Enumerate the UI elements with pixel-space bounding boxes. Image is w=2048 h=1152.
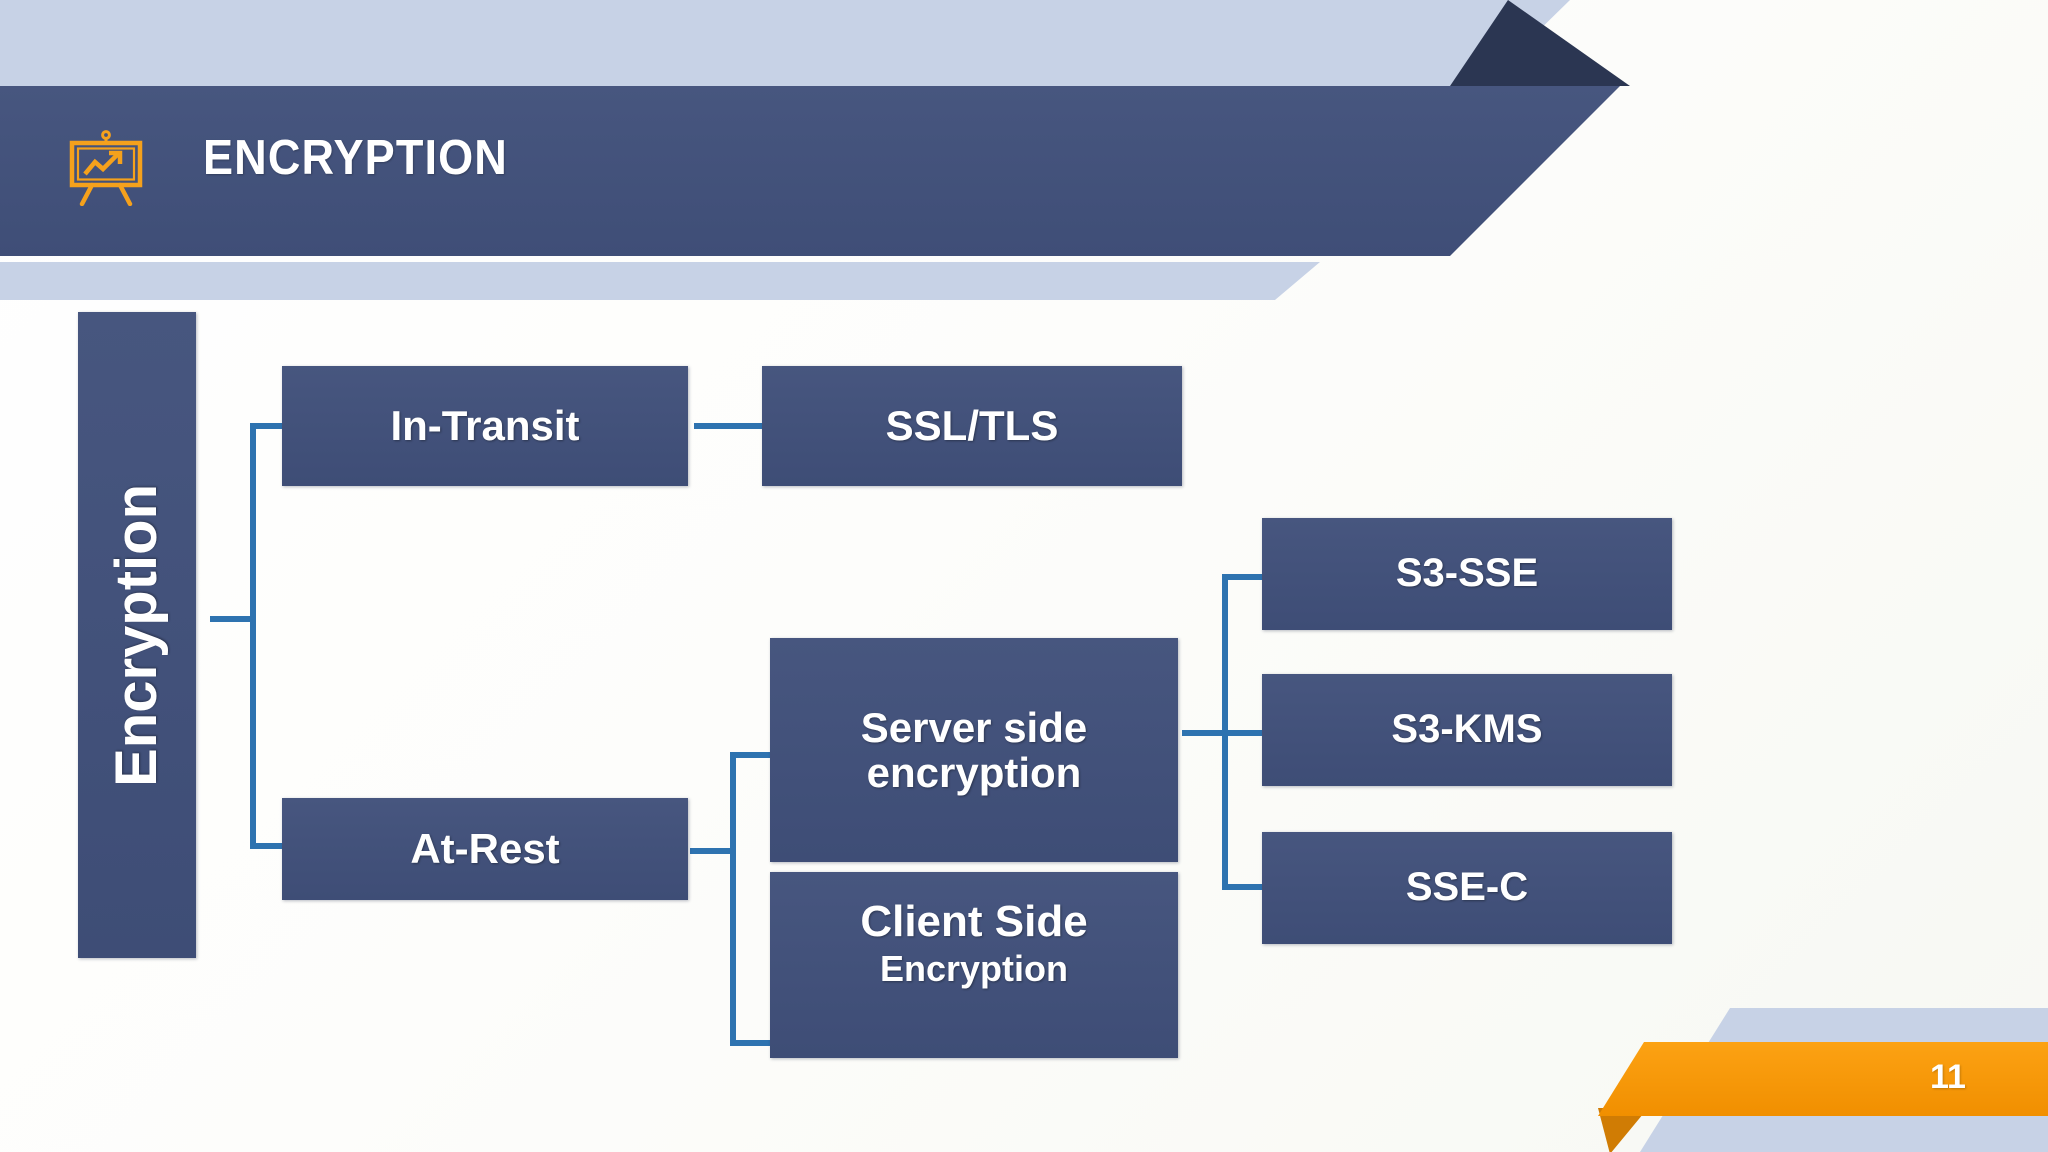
connector-intransit-to-ssltls	[694, 423, 768, 429]
connector-serverside-to-s3sse	[1222, 574, 1268, 580]
node-server-side-encryption-label: Server side encryption	[860, 703, 1088, 796]
connector-serverside-stem	[1182, 730, 1228, 736]
node-ssl-tls[interactable]: SSL/TLS	[762, 366, 1182, 486]
node-sse-c-label: SSE-C	[1405, 865, 1529, 910]
presentation-chart-icon	[69, 130, 143, 206]
node-encryption-root[interactable]: Encryption	[78, 312, 196, 958]
connector-serverside-to-ssec	[1222, 884, 1268, 890]
connector-atrest-to-clientside	[730, 1040, 776, 1046]
header-banner	[0, 86, 1620, 256]
node-client-side-encryption[interactable]: Client Side Encryption	[770, 872, 1178, 1058]
page-title: ENCRYPTION	[203, 131, 508, 185]
connector-atrest-spine	[730, 752, 736, 1046]
node-encryption-root-label: Encryption	[103, 483, 169, 787]
node-s3-kms-label: S3-KMS	[1391, 707, 1543, 752]
page-number: 11	[1930, 1058, 1966, 1096]
footer-orange-ribbon	[1598, 1042, 2048, 1116]
node-in-transit[interactable]: In-Transit	[282, 366, 688, 486]
header-bottom-accent-band	[0, 262, 1320, 300]
connector-root-to-atrest	[250, 843, 290, 849]
header-top-accent-band	[0, 0, 1570, 86]
connector-atrest-to-serverside	[730, 752, 776, 758]
node-at-rest[interactable]: At-Rest	[282, 798, 688, 900]
connector-serverside-to-s3kms	[1222, 730, 1268, 736]
node-at-rest-label: At-Rest	[410, 825, 560, 873]
node-server-side-encryption[interactable]: Server side encryption	[770, 638, 1178, 862]
connector-root-spine	[250, 423, 256, 849]
node-in-transit-label: In-Transit	[390, 402, 580, 450]
node-sse-c[interactable]: SSE-C	[1262, 832, 1672, 944]
node-client-side-encryption-label-line2: Encryption	[879, 947, 1068, 989]
node-ssl-tls-label: SSL/TLS	[885, 402, 1059, 450]
node-s3-sse[interactable]: S3-SSE	[1262, 518, 1672, 630]
node-client-side-encryption-label-line1: Client Side	[860, 897, 1088, 946]
connector-atrest-stem	[690, 848, 736, 854]
node-s3-kms[interactable]: S3-KMS	[1262, 674, 1672, 786]
connector-root-stem	[210, 616, 256, 622]
connector-root-to-intransit	[250, 423, 290, 429]
node-s3-sse-label: S3-SSE	[1395, 551, 1539, 596]
